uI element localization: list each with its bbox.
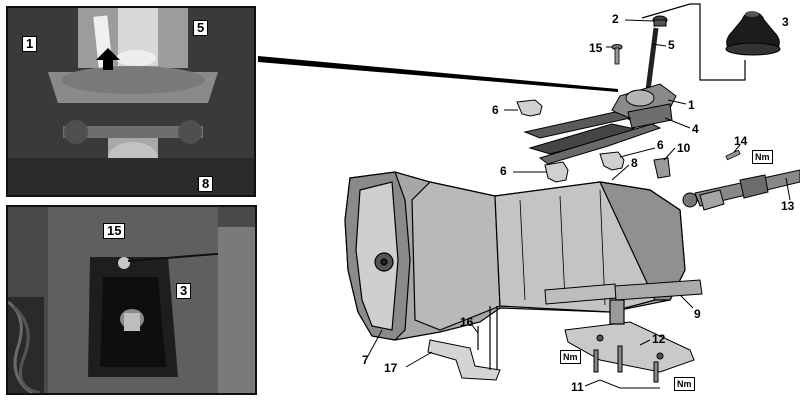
callout-3: 3 (176, 283, 192, 299)
bolt-15-drawing (611, 44, 623, 65)
part-6-number-right: 6 (657, 138, 664, 152)
part-4-number: 4 (692, 122, 699, 136)
shift-lever-assembly-drawing (611, 27, 677, 129)
part-6-number-lower: 6 (500, 164, 507, 178)
part-1-number: 1 (688, 98, 695, 112)
torque-label-14: Nm (752, 150, 773, 164)
part-11-number: 11 (571, 380, 584, 394)
part-5-number: 5 (668, 38, 675, 52)
part-14-number: 14 (734, 134, 748, 148)
lever-photo-art (8, 8, 254, 195)
part-8-number: 8 (631, 156, 638, 170)
callout-15: 15 (103, 223, 126, 239)
part-2-number: 2 (612, 12, 619, 26)
bolt-11-drawings (593, 345, 659, 383)
callout-5: 5 (193, 20, 209, 36)
part-16-number: 16 (460, 315, 474, 329)
boot-removal-photo: 15 3 (6, 205, 257, 395)
callout-1: 1 (22, 36, 38, 52)
leader-wedge (258, 56, 618, 92)
part-17-number: 17 (384, 361, 398, 375)
clip-drawings (516, 99, 625, 183)
part-13-number: 13 (781, 199, 795, 213)
part-9-number: 9 (694, 307, 701, 321)
part-3-number: 3 (782, 15, 789, 29)
mount-bolt-drawings (477, 299, 625, 370)
callout-8: 8 (198, 176, 214, 192)
lever-removal-photo: 1 5 8 (6, 6, 256, 197)
propshaft-drawing (682, 169, 800, 211)
transmission-housing-drawing (344, 171, 686, 341)
part-12-number: 12 (652, 332, 666, 346)
leader-lines (367, 19, 791, 389)
crossmember-drawing (564, 321, 695, 373)
knob-ring-drawing (652, 15, 668, 27)
sensor-10-drawing (653, 157, 671, 179)
shift-boot-drawing (725, 11, 781, 56)
shift-rods-drawing (523, 111, 662, 165)
torque-label-11-right: Nm (674, 377, 695, 391)
bracket-17-drawing (427, 339, 501, 381)
boot-bracket-line (641, 3, 746, 81)
part-6-number-upper: 6 (492, 103, 499, 117)
boot-photo-art (8, 207, 255, 393)
torque-label-11-left: Nm (560, 350, 581, 364)
bolt-14-drawing (725, 149, 741, 161)
part-7-number: 7 (362, 353, 369, 367)
part-10-number: 10 (677, 141, 691, 155)
part-15-number: 15 (589, 41, 603, 55)
